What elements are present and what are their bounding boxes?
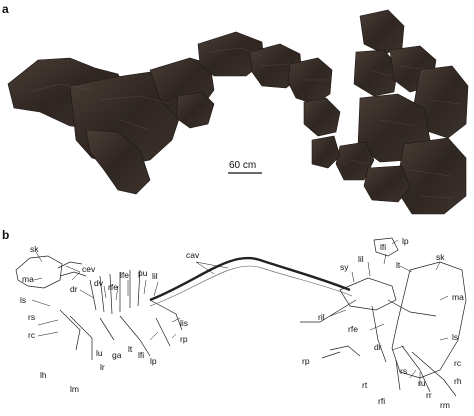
label-lm: lm bbox=[70, 384, 79, 394]
right-forelimb bbox=[395, 345, 457, 397]
fossil-block-right-7 bbox=[363, 165, 411, 203]
label-sk-right: sk bbox=[436, 252, 445, 262]
fossil-texture bbox=[29, 47, 461, 199]
label-rt: rt bbox=[362, 380, 368, 390]
label-ls-left: ls bbox=[20, 295, 26, 305]
label-rc-left: rc bbox=[28, 330, 36, 340]
label-ril: ril bbox=[318, 312, 325, 322]
leader-lines bbox=[31, 239, 449, 386]
fossil-block-skull-right bbox=[359, 9, 405, 55]
label-rfe-left: rfe bbox=[108, 282, 118, 292]
label-ma-right: ma bbox=[452, 292, 464, 302]
label-rp-left: rp bbox=[180, 334, 188, 344]
fossil-block-right-8 bbox=[311, 135, 341, 169]
label-sy: sy bbox=[340, 262, 349, 272]
label-rs-right: rs bbox=[400, 366, 407, 376]
scale-bar: 60 cm bbox=[228, 160, 262, 174]
label-sk-left: sk bbox=[30, 244, 39, 254]
fossil-block-tail-4 bbox=[175, 91, 215, 129]
label-rc-right: rc bbox=[454, 358, 462, 368]
label-dv: dv bbox=[94, 278, 104, 288]
label-lr: lr bbox=[100, 362, 105, 372]
label-rp-right: rp bbox=[302, 356, 310, 366]
label-rh: rh bbox=[454, 376, 462, 386]
label-rm: rm bbox=[440, 400, 450, 410]
scale-bar-label: 60 cm bbox=[229, 160, 256, 171]
label-lp-right: lp bbox=[402, 236, 409, 246]
label-rfi: rfi bbox=[378, 396, 385, 406]
label-rfe-right: rfe bbox=[348, 324, 358, 334]
fossil-block-right-1 bbox=[353, 49, 399, 97]
label-pu: pu bbox=[138, 268, 148, 278]
fossil-block-tail-5 bbox=[303, 97, 341, 137]
fossil-photo bbox=[7, 9, 469, 215]
label-lil-left: lil bbox=[152, 271, 158, 281]
label-dr-right: dr bbox=[374, 342, 382, 352]
label-lt-left: lt bbox=[128, 344, 133, 354]
label-lh: lh bbox=[40, 370, 47, 380]
panel-letter-a: a bbox=[2, 2, 9, 16]
label-dr-left: dr bbox=[70, 284, 78, 294]
labels-right: sy lil lfi lp lt sk ma ril rfe ls rp dr … bbox=[302, 236, 464, 410]
tail-curve-inner bbox=[149, 265, 353, 307]
tail-curve bbox=[149, 256, 351, 302]
label-lis: lis bbox=[180, 318, 188, 328]
label-lil-right: lil bbox=[358, 254, 364, 264]
label-lfi-right: lfi bbox=[380, 242, 386, 252]
right-pelvis bbox=[339, 277, 397, 311]
panel-letter-b: b bbox=[2, 228, 10, 242]
skeleton-drawing bbox=[15, 237, 467, 397]
left-skull bbox=[15, 255, 63, 289]
label-rs-left: rs bbox=[28, 312, 35, 322]
label-lu: lu bbox=[96, 348, 103, 358]
label-ls-right: ls bbox=[452, 332, 458, 342]
fossil-block-right-6 bbox=[335, 141, 375, 181]
label-cev: cev bbox=[82, 264, 96, 274]
label-ru: ru bbox=[418, 378, 426, 388]
right-hindlimb bbox=[300, 299, 437, 363]
right-forequarters bbox=[391, 261, 467, 379]
label-lt-right: lt bbox=[396, 260, 401, 270]
left-ribs bbox=[89, 269, 141, 315]
label-ma-left: ma bbox=[22, 274, 34, 284]
fossil-block-limbs-left bbox=[85, 129, 151, 195]
label-lp-left: lp bbox=[150, 356, 157, 366]
left-neck bbox=[57, 261, 87, 277]
fossil-block-right-5 bbox=[397, 137, 467, 215]
right-pubis bbox=[321, 345, 361, 359]
label-ga: ga bbox=[112, 350, 122, 360]
fossil-block-tail-3 bbox=[287, 57, 333, 105]
right-skull-small bbox=[373, 237, 399, 257]
labels-left: sk cev ma ls rs rc lh lm lu lr dr dv rfe… bbox=[20, 244, 200, 394]
left-limbs bbox=[59, 299, 183, 360]
label-lfe: lfe bbox=[120, 270, 129, 280]
label-cav: cav bbox=[186, 250, 200, 260]
label-lfi-left: lfi bbox=[138, 350, 144, 360]
label-rr: rr bbox=[426, 390, 432, 400]
